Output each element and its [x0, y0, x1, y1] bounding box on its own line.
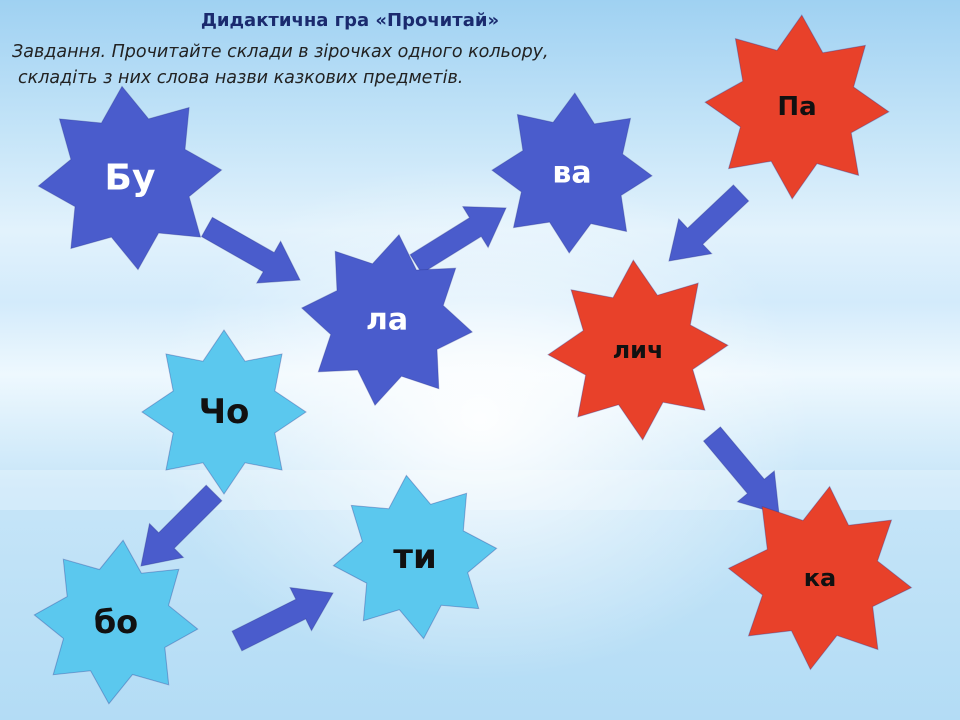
- slide-title: Дидактична гра «Прочитай»: [200, 10, 500, 31]
- arrow-bu-to-la: [200, 216, 301, 284]
- arrow-cho-to-bo: [140, 484, 223, 567]
- syllable-label: лич: [613, 336, 664, 364]
- syllable-label: бо: [94, 603, 138, 641]
- star-red-2: лич: [547, 259, 729, 441]
- star-light-blue-2: бо: [33, 539, 199, 705]
- star-blue-1: Бу: [37, 85, 223, 271]
- arrow-la-to-va: [409, 206, 507, 274]
- star-light-blue-1: Чо: [141, 329, 307, 495]
- star-light-blue-3: ти: [332, 474, 498, 640]
- syllable-label: ка: [804, 564, 836, 592]
- syllable-label: ва: [552, 156, 591, 191]
- star-red-3: ка: [727, 485, 913, 671]
- arrow-bo-to-ty: [231, 586, 334, 652]
- syllable-label: Чо: [199, 392, 250, 432]
- syllable-label: ти: [393, 537, 437, 577]
- arrow-pa-to-lych: [668, 184, 750, 262]
- task-instruction-line-1: Завдання. Прочитайте склади в зірочках о…: [12, 42, 549, 62]
- syllable-label: Бу: [105, 158, 156, 199]
- star-red-1: Па: [704, 14, 890, 200]
- star-blue-3: ва: [491, 92, 653, 254]
- syllable-label: Па: [777, 92, 816, 122]
- syllable-label: ла: [366, 303, 408, 338]
- task-instruction-line-2: складіть з них слова назви казкових пред…: [18, 68, 464, 88]
- arrow-lych-to-ka: [702, 426, 780, 515]
- star-blue-2: ла: [300, 233, 474, 407]
